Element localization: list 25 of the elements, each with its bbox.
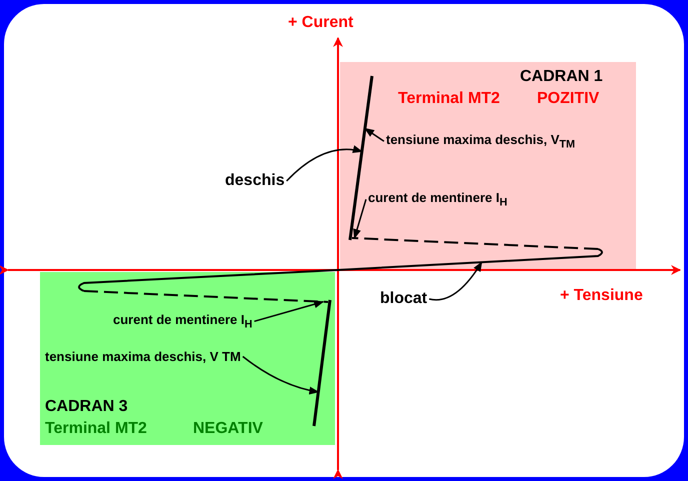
callout-label: curent de mentinere I$_{H}$ <box>113 312 252 331</box>
leader-arrow <box>242 356 320 394</box>
quadrant-label: POZITIV <box>537 90 600 108</box>
callout-label: deschis <box>225 172 285 190</box>
quadrant-title: CADRAN 3 <box>45 398 128 416</box>
quadrant-panel <box>340 62 636 270</box>
axis-label: + Tensiune <box>560 287 643 305</box>
leader-arrow <box>254 300 324 322</box>
callout-label: tensiune maxima deschis, V$_{TM}$ <box>386 132 576 151</box>
callout-label: tensiune maxima deschis, V TM <box>45 349 241 364</box>
quadrant-label: NEGATIV <box>193 420 263 438</box>
blocking-curve <box>338 237 603 271</box>
quadrant-label: Terminal MT2 <box>45 420 147 438</box>
blocking-curve <box>78 269 338 303</box>
on-state-line <box>312 300 332 426</box>
leader-arrow <box>429 261 482 301</box>
quadrant-panel <box>40 272 335 445</box>
quadrant-title: CADRAN 1 <box>520 68 603 86</box>
callout-label: curent de mentinere I$_{H}$ <box>368 190 508 209</box>
leader-arrow <box>353 199 367 240</box>
quadrant-label: Terminal MT2 <box>398 90 500 108</box>
leader-arrow <box>286 146 363 182</box>
leader-arrow <box>364 128 384 142</box>
axis-label: + Curent <box>288 14 354 32</box>
callout-label: blocat <box>380 290 428 308</box>
